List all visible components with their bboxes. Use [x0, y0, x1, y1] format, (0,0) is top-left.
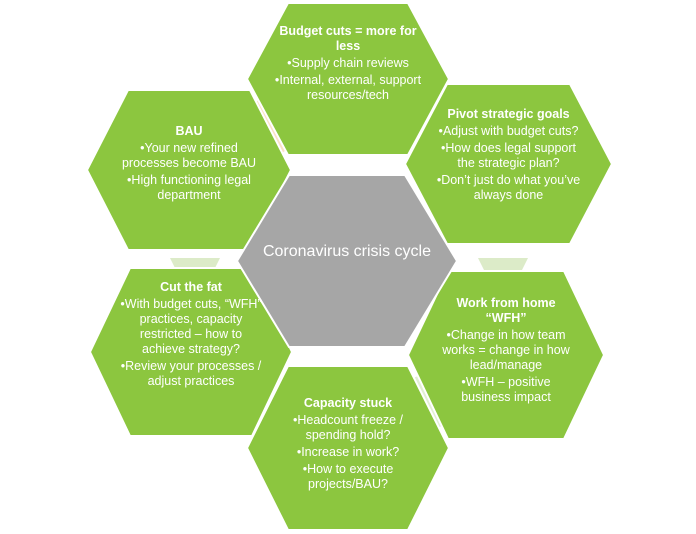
hex-text-pivot-strategic-goals: Pivot strategic goals Adjust with budget…	[436, 107, 581, 205]
hex-text-cut-the-fat: Cut the fat With budget cuts, “WFH” prac…	[118, 280, 264, 391]
bullet-item: How to execute projects/BAU?	[278, 462, 418, 492]
bullet-item: Review your processes / adjust practices	[118, 359, 264, 389]
bullet-item: Internal, external, support resources/te…	[272, 73, 424, 103]
bullet-item: Headcount freeze / spending hold?	[278, 413, 418, 443]
connector-top-left	[254, 94, 286, 158]
hex-bullets-work-from-home: Change in how team works = change in how…	[436, 328, 576, 405]
hex-bullets-cut-the-fat: With budget cuts, “WFH” practices, capac…	[118, 297, 264, 389]
bullet-item: Supply chain reviews	[272, 56, 424, 71]
hex-text-capacity-stuck: Capacity stuck Headcount freeze / spendi…	[278, 396, 418, 494]
bullet-item: Your new refined processes become BAU	[118, 141, 260, 171]
hex-title-work-from-home: Work from home “WFH”	[456, 296, 556, 325]
bullet-item: Adjust with budget cuts?	[436, 124, 581, 139]
bullet-item: High functioning legal department	[118, 173, 260, 203]
bullet-item: Change in how team works = change in how…	[436, 328, 576, 373]
hex-text-budget-cuts: Budget cuts = more for less Supply chain…	[272, 24, 424, 105]
hexagon-center	[235, 174, 459, 348]
bullet-item: With budget cuts, “WFH” practices, capac…	[118, 297, 264, 357]
hex-bullets-bau: Your new refined processes become BAU Hi…	[118, 141, 260, 203]
connector-right	[478, 258, 528, 270]
hex-text-work-from-home: Work from home “WFH” Change in how team …	[436, 296, 576, 407]
hex-bullets-budget-cuts: Supply chain reviews Internal, external,…	[272, 56, 424, 103]
hex-title-bau: BAU	[175, 124, 203, 138]
bullet-item: WFH – positive business impact	[436, 375, 576, 405]
hex-bullets-capacity-stuck: Headcount freeze / spending hold? Increa…	[278, 413, 418, 492]
bullet-item: Don’t just do what you’ve always done	[436, 173, 581, 203]
center-label: Coronavirus crisis cycle	[262, 242, 432, 262]
bullet-item: How does legal support the strategic pla…	[436, 141, 581, 171]
hex-bullets-pivot-strategic-goals: Adjust with budget cuts? How does legal …	[436, 124, 581, 203]
hex-title-budget-cuts: Budget cuts = more for less	[279, 24, 417, 53]
hex-text-bau: BAU Your new refined processes become BA…	[118, 124, 260, 205]
center-label-text: Coronavirus crisis cycle	[262, 243, 432, 260]
bullet-item: Increase in work?	[278, 445, 418, 460]
hex-title-capacity-stuck: Capacity stuck	[303, 396, 393, 410]
hex-title-cut-the-fat: Cut the fat	[160, 280, 222, 294]
hex-title-pivot-strategic-goals: Pivot strategic goals	[447, 107, 570, 121]
